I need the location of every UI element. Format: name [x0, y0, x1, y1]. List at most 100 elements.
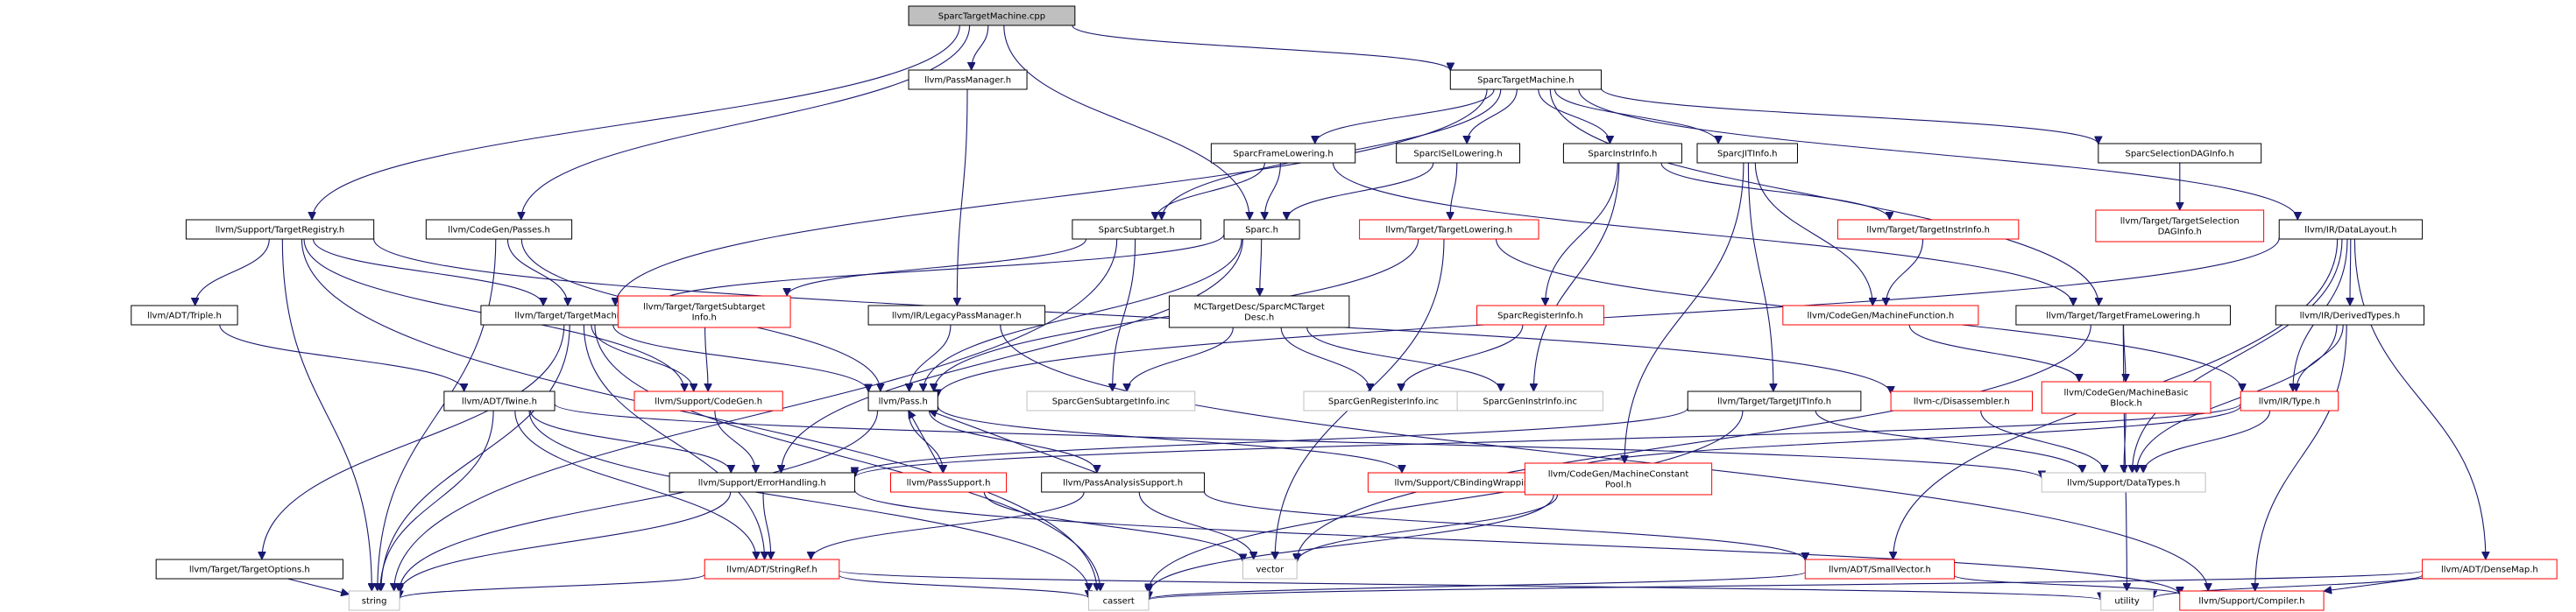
- node-subinc[interactable]: SparcGenSubtargetInfo.inc: [1026, 390, 1196, 412]
- edge-tjit-to-errh: [854, 407, 1688, 475]
- node-psupport[interactable]: llvm/PassSupport.h: [890, 472, 1008, 493]
- node-datatypes[interactable]: llvm/Support/DataTypes.h: [2041, 472, 2206, 493]
- node-label: llvm/Support/Compiler.h: [2198, 597, 2304, 607]
- node-tinstr[interactable]: llvm/Target/TargetInstrInfo.h: [1836, 219, 2020, 240]
- edge-datalayout-to-datatypes: [2133, 238, 2343, 473]
- node-box: [2179, 590, 2325, 611]
- edge-mfunc-to-mbb: [1908, 324, 2079, 383]
- node-passmgr[interactable]: llvm/PassManager.h: [908, 69, 1028, 90]
- node-box: [1359, 219, 1539, 240]
- node-label: SparcTargetMachine.h: [1477, 76, 1575, 86]
- node-label: llvm/CodeGen/MachineFunction.h: [1807, 312, 1954, 321]
- edge-tm-to-string: [381, 324, 570, 591]
- edge-twine-to-errh: [529, 410, 731, 474]
- node-densemap[interactable]: llvm/ADT/DenseMap.h: [2422, 559, 2558, 580]
- node-mfunc[interactable]: llvm/CodeGen/MachineFunction.h: [1782, 305, 1979, 326]
- node-jitinfo[interactable]: SparcJITInfo.h: [1696, 143, 1798, 164]
- node-errh[interactable]: llvm/Support/ErrorHandling.h: [669, 472, 855, 493]
- node-box: [1072, 219, 1202, 240]
- edge-stringref-to-string: [400, 573, 705, 600]
- node-sparc-h[interactable]: Sparc.h: [1223, 219, 1300, 240]
- node-twine[interactable]: llvm/ADT/Twine.h: [443, 390, 556, 412]
- edge-smallvec-to-compiler: [1953, 574, 2180, 595]
- node-cbind[interactable]: llvm/Support/CBindingWrapping.h: [1367, 472, 1570, 493]
- edge-densemap-to-cassert: [1149, 570, 2424, 601]
- node-label: SparcJITInfo.h: [1717, 150, 1778, 159]
- node-pass[interactable]: llvm/Pass.h: [867, 390, 938, 412]
- edge-isel-to-sparc-h: [1286, 162, 1434, 221]
- node-box: [1223, 219, 1300, 240]
- node-box: [1524, 462, 1713, 496]
- edge-stm-h-to-jitinfo: [1553, 88, 1719, 144]
- node-reg[interactable]: llvm/Support/TargetRegistry.h: [185, 219, 375, 240]
- node-box: [669, 472, 855, 493]
- node-label: llvm/PassManager.h: [924, 76, 1011, 86]
- node-box: [908, 69, 1028, 90]
- edge-datalayout-to-dtypes: [2350, 238, 2351, 306]
- node-scodegen[interactable]: llvm/Support/CodeGen.h: [633, 390, 783, 412]
- node-box: [1696, 143, 1798, 164]
- edge-tjit-to-datatypes: [1815, 410, 2082, 474]
- node-label: llvm/ADT/StringRef.h: [726, 566, 817, 575]
- node-label: utility: [2114, 597, 2140, 607]
- edge-instrinfo-to-tinstr: [1660, 162, 1890, 221]
- edge-jitinfo-to-tjit: [1747, 162, 1773, 391]
- edge-tm-to-pass: [612, 324, 868, 392]
- node-stringref[interactable]: llvm/ADT/StringRef.h: [704, 559, 840, 580]
- node-irtype[interactable]: llvm/IR/Type.h: [2240, 390, 2339, 412]
- node-label: Desc.h: [1244, 313, 1274, 323]
- node-box: [1026, 390, 1196, 412]
- node-vector[interactable]: vector: [1242, 559, 1298, 580]
- node-cassert[interactable]: cassert: [1087, 590, 1150, 611]
- node-stm-h[interactable]: SparcTargetMachine.h: [1449, 69, 1602, 90]
- edge-isel-to-tlower: [1450, 162, 1458, 220]
- node-datalayout[interactable]: llvm/IR/DataLayout.h: [2278, 219, 2424, 240]
- node-compiler[interactable]: llvm/Support/Compiler.h: [2179, 590, 2325, 611]
- edge-passmgr-to-legacy: [957, 88, 968, 306]
- node-reginc[interactable]: SparcGenRegisterInfo.inc: [1303, 390, 1464, 412]
- node-frame[interactable]: SparcFrameLowering.h: [1210, 143, 1356, 164]
- node-label: llvm/ADT/Triple.h: [147, 312, 222, 321]
- node-disasm[interactable]: llvm-c/Disassembler.h: [1890, 390, 2034, 412]
- node-smallvec[interactable]: llvm/ADT/SmallVector.h: [1804, 559, 1955, 580]
- node-root[interactable]: SparcTargetMachine.cpp: [908, 5, 1076, 26]
- node-label: llvm/IR/DataLayout.h: [2304, 226, 2396, 236]
- node-box: [1087, 590, 1150, 611]
- node-dtypes[interactable]: llvm/IR/DerivedTypes.h: [2275, 305, 2425, 326]
- node-label: SparcTargetMachine.cpp: [938, 12, 1045, 22]
- node-tframe[interactable]: llvm/Target/TargetFrameLowering.h: [2015, 305, 2231, 326]
- node-string[interactable]: string: [348, 590, 400, 611]
- node-box: [1456, 390, 1603, 412]
- node-tjit[interactable]: llvm/Target/TargetJITInfo.h: [1687, 390, 1862, 412]
- edge-tm-to-cassert: [594, 324, 1100, 591]
- node-passes[interactable]: llvm/CodeGen/Passes.h: [425, 219, 573, 240]
- node-seldag[interactable]: SparcSelectionDAGInfo.h: [2098, 143, 2262, 164]
- node-panalysis[interactable]: llvm/PassAnalysisSupport.h: [1041, 472, 1206, 493]
- node-box: [443, 390, 556, 412]
- node-utility[interactable]: utility: [2100, 590, 2154, 611]
- node-tlower[interactable]: llvm/Target/TargetLowering.h: [1359, 219, 1539, 240]
- node-subtarget[interactable]: SparcSubtarget.h: [1072, 219, 1202, 240]
- node-box: [2240, 390, 2339, 412]
- node-label: SparcGenSubtargetInfo.inc: [1052, 397, 1170, 407]
- edge-topts-to-string: [287, 578, 349, 594]
- node-label: llvm/CodeGen/Passes.h: [448, 226, 550, 236]
- edge-instrinfo-to-reginfo: [1546, 162, 1618, 306]
- node-instrinc[interactable]: SparcGenInstrInfo.inc: [1456, 390, 1603, 412]
- node-label: string: [362, 597, 387, 607]
- node-legacy[interactable]: llvm/IR/LegacyPassManager.h: [867, 305, 1046, 326]
- node-instrinfo[interactable]: SparcInstrInfo.h: [1562, 143, 1682, 164]
- node-reginfo[interactable]: SparcRegisterInfo.h: [1476, 305, 1604, 326]
- edge-jitinfo-to-mfunc: [1754, 162, 1872, 306]
- node-isel[interactable]: SparcISelLowering.h: [1396, 143, 1521, 164]
- node-topts[interactable]: llvm/Target/TargetOptions.h: [155, 559, 343, 580]
- edge-panalysis-to-stringref: [811, 491, 1085, 560]
- node-triple[interactable]: llvm/ADT/Triple.h: [131, 305, 238, 326]
- edge-root-to-reg: [312, 25, 960, 220]
